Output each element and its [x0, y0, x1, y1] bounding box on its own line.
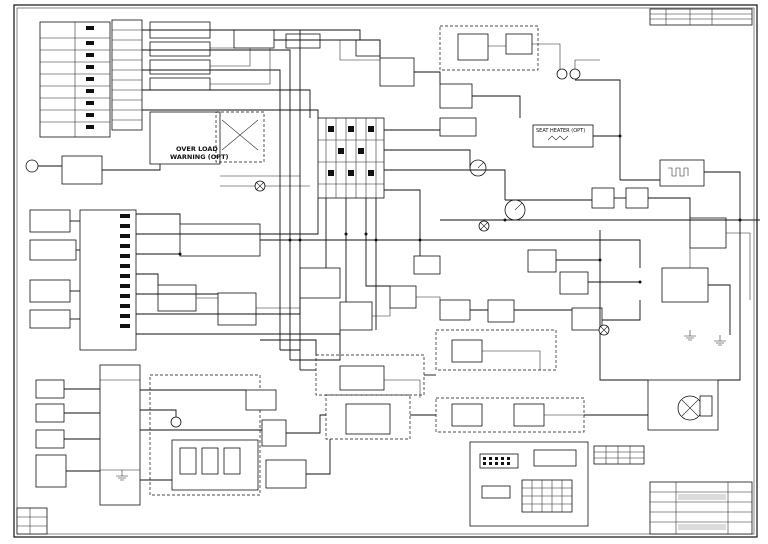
ground-symbol-icon — [116, 330, 726, 481]
work-lamp-option — [439, 25, 581, 80]
seat-heater-label: SEAT HEATER (OPT) — [536, 128, 585, 134]
relay-icon — [355, 39, 477, 137]
overload-label-line2: WARNING (OPT) — [170, 153, 229, 161]
switch-panel — [39, 21, 111, 138]
right-relays — [527, 159, 727, 331]
sheet-border — [13, 4, 758, 538]
relay-matrix — [317, 117, 385, 199]
bottom-cluster — [149, 374, 307, 496]
motor-icon — [647, 379, 719, 431]
left-revision-table — [16, 507, 48, 535]
overload-warning-module: OVER LOAD WARNING (OPT) — [149, 111, 265, 165]
ecu-module — [79, 209, 137, 351]
pin-table — [593, 445, 645, 465]
title-block — [649, 481, 753, 535]
fuse-block-icon — [111, 19, 143, 131]
harness-wires — [38, 29, 760, 481]
attachment-options — [315, 329, 585, 440]
left-sensor-modules — [25, 155, 103, 329]
signal-wires — [196, 39, 751, 416]
seat-heater-module: SEAT HEATER (OPT) — [532, 124, 594, 148]
lamp-icon — [254, 180, 610, 336]
left-actuator-group — [35, 364, 141, 506]
wire-junctions — [178, 134, 742, 284]
sheet-inner-border — [16, 7, 755, 535]
connector-icon — [469, 441, 589, 527]
switch-panel-connectors — [86, 26, 94, 129]
overload-label-line1: OVER LOAD — [176, 145, 218, 153]
top-relay-block — [149, 21, 321, 91]
gauge-icon — [469, 159, 526, 221]
revision-block — [649, 8, 753, 26]
